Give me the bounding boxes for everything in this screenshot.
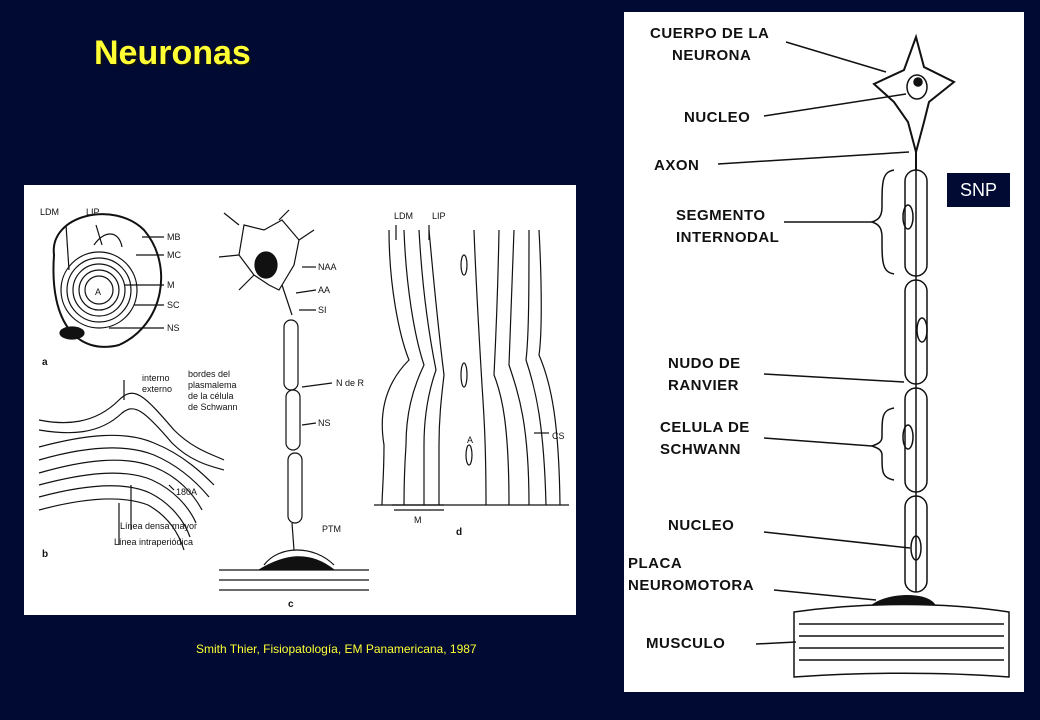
label-d-axon: A xyxy=(467,435,473,445)
label-a-mc: MC xyxy=(167,250,181,260)
label-musculo: MUSCULO xyxy=(646,635,725,652)
label-cuerpo-2: NEURONA xyxy=(672,47,751,64)
label-c-n-de-r: N de R xyxy=(336,378,365,388)
label-nucleo-bottom: NUCLEO xyxy=(668,517,734,534)
label-b-bordes-1: bordes del xyxy=(188,369,230,379)
label-c-ptm: PTM xyxy=(322,524,341,534)
label-placa-1: PLACA xyxy=(628,555,682,572)
label-segmento-2: INTERNODAL xyxy=(676,229,779,246)
label-celula-2: SCHWANN xyxy=(660,441,741,458)
slide-title: Neuronas xyxy=(94,34,251,72)
label-a-ldm: LDM xyxy=(40,207,59,217)
label-a-sc: SC xyxy=(167,300,180,310)
label-d-m: M xyxy=(414,515,422,525)
neuron-diagram: CUERPO DE LA NEURONA NUCLEO AXON SEGMENT… xyxy=(628,25,1010,678)
label-nucleo-top: NUCLEO xyxy=(684,109,750,126)
label-segmento-1: SEGMENTO xyxy=(676,207,766,224)
label-c-si: SI xyxy=(318,305,327,315)
label-c-ns: NS xyxy=(318,418,331,428)
label-axon: AXON xyxy=(654,157,699,174)
label-cuerpo-1: CUERPO DE LA xyxy=(650,25,769,42)
label-a-axon: A xyxy=(95,287,101,297)
label-a-lip: LIP xyxy=(86,207,100,217)
label-d-cs: CS xyxy=(552,431,565,441)
panel-c-letter: c xyxy=(288,599,294,610)
label-a-mb: MB xyxy=(167,232,181,242)
label-b-externo: externo xyxy=(142,384,172,394)
label-b-interno: interno xyxy=(142,373,170,383)
source-caption: Smith Thier, Fisiopatología, EM Panameri… xyxy=(196,642,477,656)
label-b-bordes-3: de la célula xyxy=(188,391,234,401)
label-c-aa: AA xyxy=(318,285,330,295)
label-d-ldm: LDM xyxy=(394,211,413,221)
label-a-m: M xyxy=(167,280,175,290)
label-b-180a: 180A xyxy=(176,487,197,497)
label-placa-2: NEUROMOTORA xyxy=(628,577,754,594)
panel-d-letter: d xyxy=(456,527,462,538)
label-d-lip: LIP xyxy=(432,211,446,221)
panel-a-letter: a xyxy=(42,357,48,368)
label-c-naa: NAA xyxy=(318,262,337,272)
label-celula-1: CELULA DE xyxy=(660,419,750,436)
label-b-linea-densa: Línea densa mayor xyxy=(120,521,197,531)
label-b-bordes-2: plasmalema xyxy=(188,380,237,390)
label-b-bordes-4: de Schwann xyxy=(188,402,238,412)
panel-b-letter: b xyxy=(42,549,48,560)
label-b-linea-intra: Línea intraperiódica xyxy=(114,537,193,547)
schwann-cell-diagram: LDM LIP MB MC M SC NS A a interno extern… xyxy=(38,207,569,610)
snp-badge: SNP xyxy=(947,173,1010,207)
neuron-diagram-panel: CUERPO DE LA NEURONA NUCLEO AXON SEGMENT… xyxy=(624,12,1024,692)
schwann-cell-diagram-panel: LDM LIP MB MC M SC NS A a interno extern… xyxy=(24,185,576,615)
label-nudo-1: NUDO DE xyxy=(668,355,741,372)
label-nudo-2: RANVIER xyxy=(668,377,739,394)
label-a-ns: NS xyxy=(167,323,180,333)
